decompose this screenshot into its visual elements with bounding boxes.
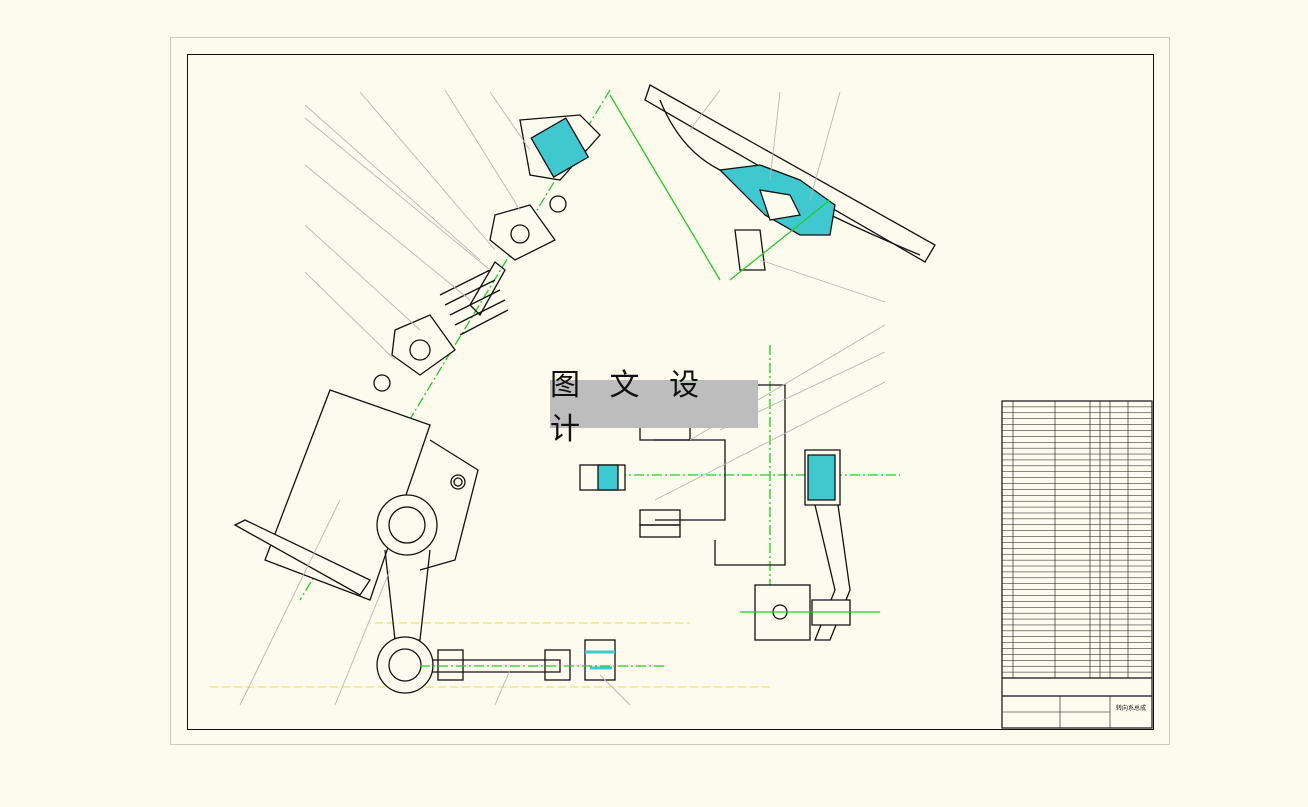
watermark: 图 文 设 计 xyxy=(550,368,758,447)
sheet-inner-border xyxy=(187,54,1154,730)
steering-wheel-section xyxy=(609,84,936,281)
reference-lines xyxy=(210,622,770,688)
parts-list-table xyxy=(1001,400,1153,729)
sheet-outer-border xyxy=(170,37,1170,745)
side-view-assembly xyxy=(579,345,900,641)
leader-lines xyxy=(239,89,886,706)
steering-column-assembly xyxy=(233,89,665,694)
bellows xyxy=(439,261,509,336)
drawing-title: 转向系总成 xyxy=(1116,704,1146,712)
